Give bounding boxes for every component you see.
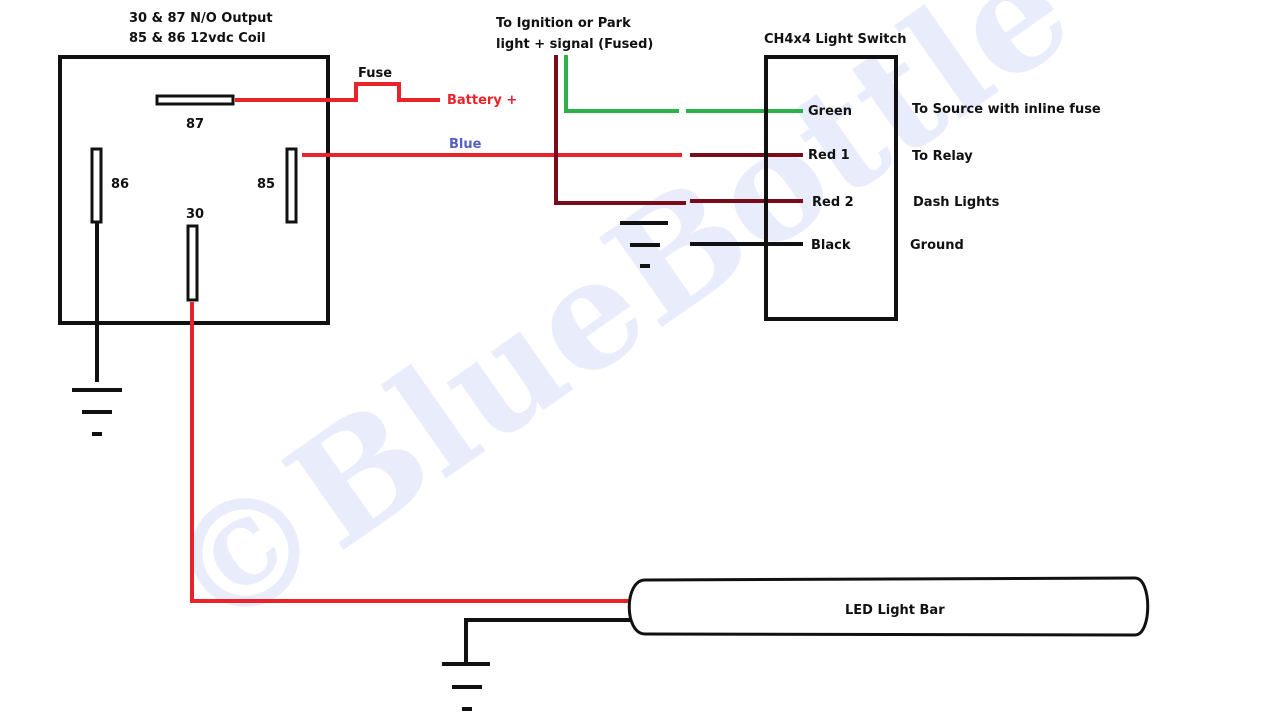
dark-red-wire bbox=[554, 55, 686, 205]
led-light-bar: LED Light Bar bbox=[627, 576, 1150, 637]
relay-pin-86 bbox=[90, 147, 103, 224]
relay-note-line1: 30 & 87 N/O Output bbox=[129, 11, 273, 26]
switch-wire-red2: Red 2 bbox=[812, 195, 854, 210]
coil-circuit: Blue bbox=[302, 137, 803, 157]
dest-red2: Dash Lights bbox=[913, 195, 1000, 210]
switch-wire-black: Black bbox=[811, 238, 851, 253]
switch-title: CH4x4 Light Switch bbox=[764, 32, 906, 47]
relay-pin-86-label: 86 bbox=[111, 177, 129, 192]
ignition-label-line2: light + signal (Fused) bbox=[496, 37, 653, 52]
switch-wire-green: Green bbox=[808, 104, 852, 119]
relay-pin-87-label: 87 bbox=[186, 117, 204, 132]
relay-pin-30-label: 30 bbox=[186, 207, 204, 222]
led-light-bar-body bbox=[627, 576, 1150, 637]
relay-note-line2: 85 & 86 12vdc Coil bbox=[129, 31, 266, 46]
led-light-bar-label: LED Light Bar bbox=[845, 603, 945, 618]
relay-pin-30 bbox=[186, 224, 199, 302]
dest-black: Ground bbox=[910, 238, 964, 253]
blue-label: Blue bbox=[449, 137, 482, 152]
battery-wire bbox=[235, 82, 440, 102]
relay: 87 86 85 30 30 & 87 N/O Output 85 & 86 1… bbox=[58, 11, 330, 325]
battery-circuit: Fuse Battery + bbox=[235, 66, 517, 108]
green-wire bbox=[564, 55, 679, 113]
battery-label: Battery + bbox=[447, 93, 517, 108]
ground-symbol-relay bbox=[72, 222, 122, 436]
dest-red1: To Relay bbox=[912, 149, 973, 164]
light-switch: CH4x4 Light Switch Green Red 1 Red 2 Bla… bbox=[764, 32, 1101, 321]
dest-green: To Source with inline fuse bbox=[912, 102, 1101, 117]
ground-symbol-led bbox=[442, 618, 632, 711]
switch-wire-red1: Red 1 bbox=[808, 148, 850, 163]
ground-symbol-switch bbox=[620, 221, 668, 268]
output-wire bbox=[190, 302, 634, 603]
relay-pin-85-label: 85 bbox=[257, 177, 275, 192]
relay-pin-87 bbox=[155, 94, 235, 106]
ignition-feed: To Ignition or Park light + signal (Fuse… bbox=[496, 16, 803, 205]
ignition-label-line1: To Ignition or Park bbox=[496, 16, 631, 31]
relay-pin-85 bbox=[285, 147, 298, 224]
fuse-label: Fuse bbox=[358, 66, 392, 81]
switch-housing bbox=[764, 55, 898, 321]
